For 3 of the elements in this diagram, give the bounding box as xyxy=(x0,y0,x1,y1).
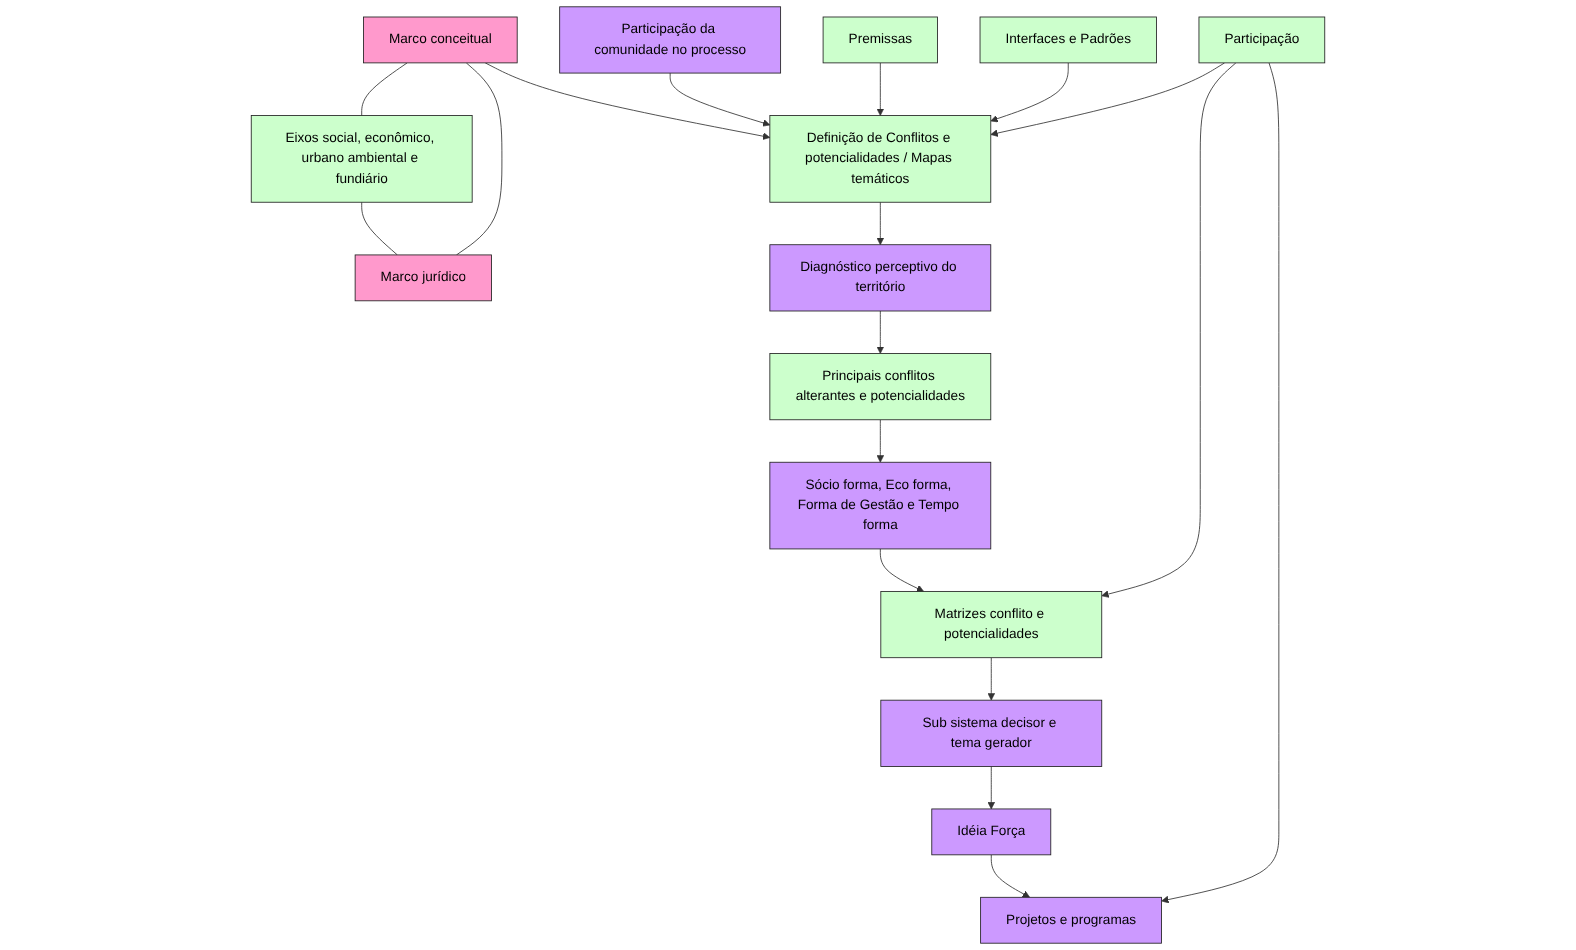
connector xyxy=(361,62,408,116)
connector xyxy=(456,62,503,256)
connector xyxy=(361,201,398,256)
